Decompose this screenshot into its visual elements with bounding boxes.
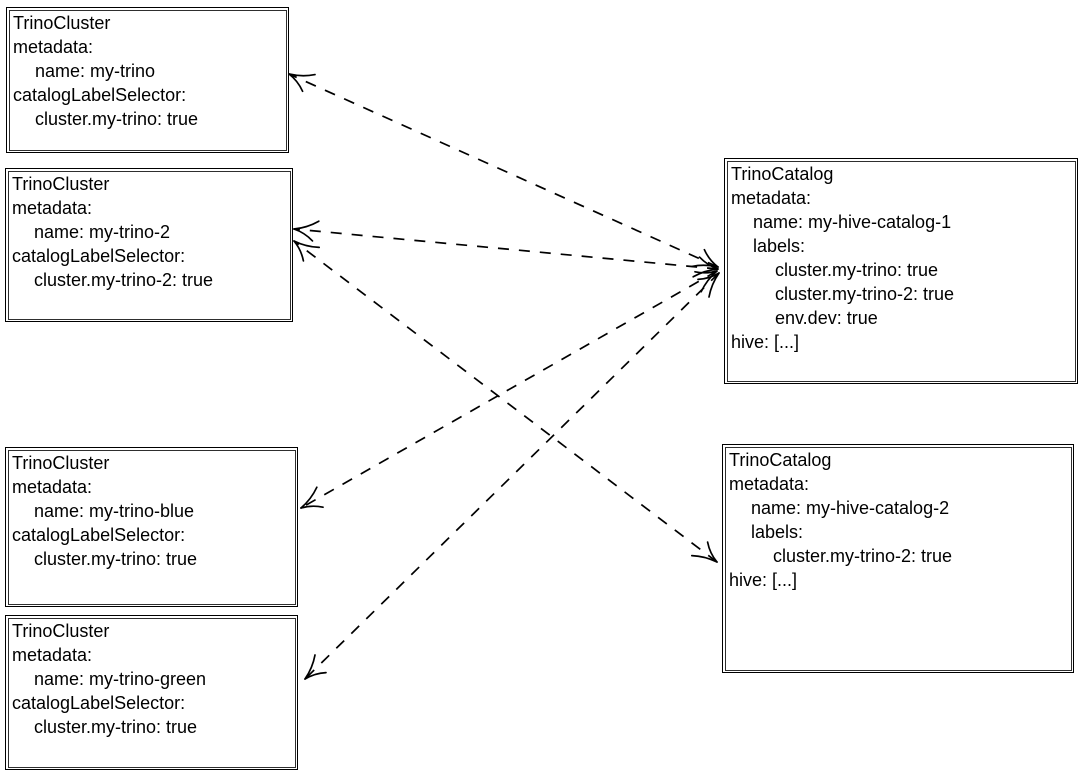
node-text-line: name: my-trino-green <box>34 669 207 689</box>
node-text-line: catalogLabelSelector: <box>12 246 186 266</box>
arrowhead-icon <box>697 272 720 298</box>
node-text-line: name: my-hive-catalog-1 <box>753 212 952 232</box>
arrowhead-icon <box>304 654 327 680</box>
node-text-line: catalogLabelSelector: <box>12 693 186 713</box>
node-trino-catalog-my-hive-catalog-2: TrinoCatalog metadata: name: my-hive-catal… <box>722 444 1074 673</box>
node-trino-cluster-my-trino-blue: TrinoCluster metadata: name: my-trino-blue… <box>5 447 298 607</box>
edge-catalog1-my-trino <box>288 73 719 268</box>
node-text-line: hive: [...] <box>729 570 798 590</box>
node-text-line: metadata: <box>13 37 94 57</box>
node-text-line: name: my-trino-blue <box>34 501 195 521</box>
node-text-line: TrinoCatalog <box>729 450 832 470</box>
node-text-line: labels: <box>753 236 806 256</box>
edge-catalog1-my-trino-2 <box>293 220 719 278</box>
node-text-line: name: my-trino-2 <box>34 222 171 242</box>
node-text-line: TrinoCatalog <box>731 164 834 184</box>
node-text-line: metadata: <box>12 477 93 497</box>
node-text-line: cluster.my-trino: true <box>35 109 199 129</box>
edge-catalog2-my-trino-2 <box>293 240 718 563</box>
node-trino-cluster-my-trino: TrinoCluster metadata: name: my-trino catal… <box>6 7 289 153</box>
edge-catalog1-my-trino-blue <box>300 270 718 509</box>
node-text-line: env.dev: true <box>775 308 878 328</box>
node-text-line: metadata: <box>12 198 93 218</box>
node-text-line: metadata: <box>731 188 812 208</box>
node-text-line: TrinoCluster <box>12 621 110 641</box>
node-text-line: TrinoCluster <box>13 13 111 33</box>
node-text-line: cluster.my-trino: true <box>34 549 198 569</box>
node-trino-cluster-my-trino-2: TrinoCluster metadata: name: my-trino-2 cat… <box>5 168 293 322</box>
node-text-line: TrinoCluster <box>12 174 110 194</box>
node-text-line: name: my-hive-catalog-2 <box>751 498 950 518</box>
node-trino-cluster-my-trino-green: TrinoCluster metadata: name: my-trino-gree… <box>5 615 298 770</box>
arrowhead-icon <box>293 240 321 262</box>
arrowhead-icon <box>288 73 316 93</box>
node-text-line: name: my-trino <box>35 61 156 81</box>
node-text-line: hive: [...] <box>731 332 800 352</box>
arrowhead-icon <box>690 541 718 563</box>
arrowhead-icon <box>300 486 324 509</box>
arrowhead-icon <box>293 220 320 242</box>
node-text-line: cluster.my-trino-2: true <box>773 546 953 566</box>
arrowhead-icon <box>694 270 718 293</box>
node-text-line: labels: <box>751 522 804 542</box>
node-trino-catalog-my-hive-catalog-1: TrinoCatalog metadata: name: my-hive-catal… <box>724 158 1078 384</box>
node-text-line: metadata: <box>729 474 810 494</box>
arrowhead-icon <box>691 248 719 268</box>
edge-catalog1-my-trino-green <box>304 272 720 680</box>
node-text-line: cluster.my-trino: true <box>34 717 198 737</box>
node-text-line: cluster.my-trino: true <box>775 260 939 280</box>
node-text-line: metadata: <box>12 645 93 665</box>
arrowhead-icon <box>692 256 719 278</box>
node-text-line: cluster.my-trino-2: true <box>34 270 214 290</box>
node-text-line: TrinoCluster <box>12 453 110 473</box>
node-text-line: cluster.my-trino-2: true <box>775 284 955 304</box>
node-text-line: catalogLabelSelector: <box>12 525 186 545</box>
node-text-line: catalogLabelSelector: <box>13 85 187 105</box>
